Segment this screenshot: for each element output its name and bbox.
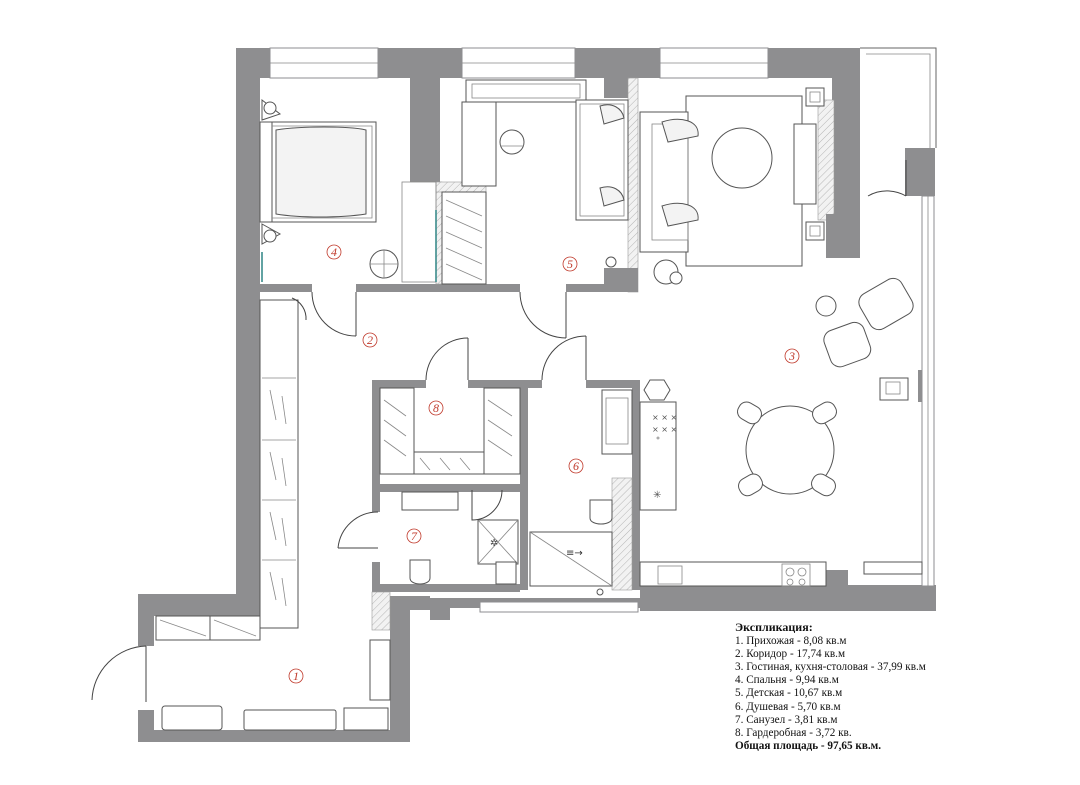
entrance-hall bbox=[91, 615, 391, 731]
wc-room: ✲ bbox=[337, 489, 519, 585]
legend-item: 6. Душевая - 5,70 кв.м bbox=[735, 700, 841, 713]
kids-room-furniture bbox=[441, 79, 629, 285]
svg-text:5: 5 bbox=[567, 257, 573, 271]
svg-text:4: 4 bbox=[331, 245, 337, 259]
room-label-7: 7 bbox=[406, 528, 422, 544]
svg-text:3: 3 bbox=[788, 349, 795, 363]
room-label-8: 8 bbox=[428, 400, 444, 416]
legend-item: 1. Прихожая - 8,08 кв.м bbox=[735, 635, 847, 648]
legend-item: 2. Коридор - 17,74 кв.м bbox=[735, 648, 846, 661]
living-room-furniture: × × × × × × ✳ bbox=[639, 87, 923, 587]
exterior-walls bbox=[138, 47, 937, 742]
legend-item: 8. Гардеробная - 3,72 кв. bbox=[735, 726, 852, 739]
svg-text:8: 8 bbox=[433, 401, 439, 415]
bedroom-furniture bbox=[259, 98, 437, 283]
svg-text:2: 2 bbox=[367, 333, 373, 347]
legend-item: 3. Гостиная, кухня-столовая - 37,99 кв.м bbox=[735, 661, 926, 674]
room-label-2: 2 bbox=[362, 332, 378, 348]
shower-room: ≡→ bbox=[529, 389, 633, 596]
svg-text:≡→: ≡→ bbox=[566, 548, 583, 559]
interior-walls bbox=[260, 77, 854, 631]
legend-item: 5. Детская - 10,67 кв.м bbox=[735, 687, 843, 700]
svg-text:7: 7 bbox=[411, 529, 418, 543]
room-label-5: 5 bbox=[562, 256, 578, 272]
room-label-3: 3 bbox=[784, 348, 800, 364]
svg-text:✳: ✳ bbox=[653, 490, 661, 501]
svg-text:× × ×: × × × bbox=[652, 413, 677, 422]
walk-in-wardrobe bbox=[379, 387, 521, 475]
legend-item: 4. Спальня - 9,94 кв.м bbox=[735, 674, 839, 687]
legend-title: Экспликация: bbox=[735, 620, 813, 634]
room-labels: 1 2 3 4 5 6 7 8 bbox=[288, 244, 800, 684]
legend: Экспликация: 1. Прихожая - 8,08 кв.м 2. … bbox=[735, 620, 1075, 753]
svg-text:× × ×: × × × bbox=[652, 425, 677, 434]
svg-text:6: 6 bbox=[573, 459, 579, 473]
room-label-4: 4 bbox=[326, 244, 342, 260]
svg-text:✲: ✲ bbox=[490, 538, 498, 549]
corridor-wardrobes bbox=[259, 297, 307, 629]
room-label-6: 6 bbox=[568, 458, 584, 474]
room-label-1: 1 bbox=[288, 668, 304, 684]
legend-total: Общая площадь - 97,65 кв.м. bbox=[735, 739, 882, 752]
svg-text:1: 1 bbox=[293, 669, 299, 683]
legend-item: 7. Санузел - 3,81 кв.м bbox=[735, 713, 838, 726]
doors bbox=[311, 291, 587, 381]
